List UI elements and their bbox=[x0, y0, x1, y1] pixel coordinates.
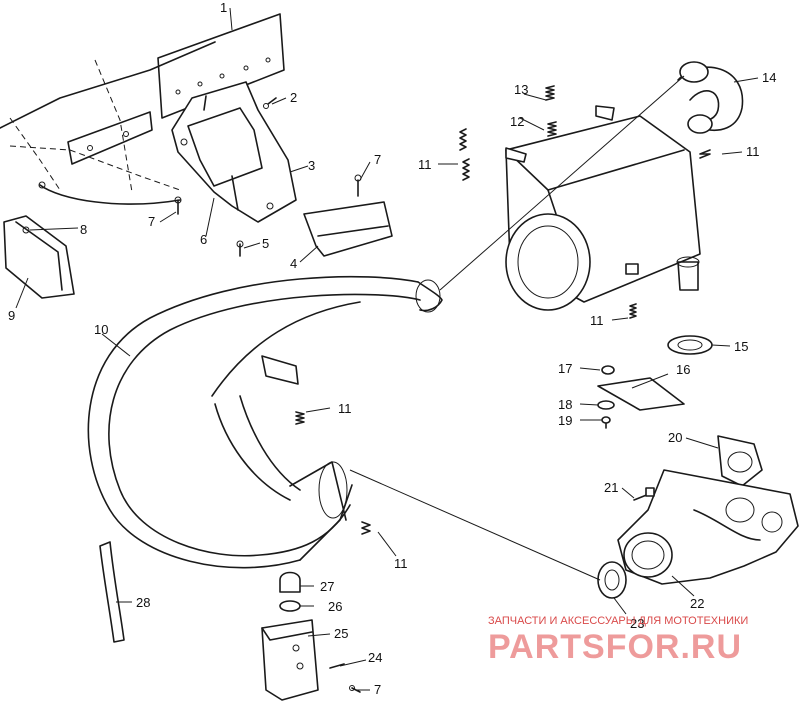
callout-labels: 1 2 3 4 5 6 7 7 7 8 9 10 11 11 11 11 11 … bbox=[8, 0, 776, 697]
part-9-guard bbox=[3, 215, 75, 299]
part-22-manifold bbox=[617, 469, 799, 585]
callout-4: 4 bbox=[290, 256, 297, 271]
part-12-muffler bbox=[505, 115, 701, 311]
callout-21: 21 bbox=[604, 480, 618, 495]
part-24-nut bbox=[329, 663, 345, 669]
watermark-brand: PARTSFOR.RU bbox=[488, 628, 742, 666]
callout-17: 17 bbox=[558, 361, 572, 376]
callout-26: 26 bbox=[328, 599, 342, 614]
callout-10: 10 bbox=[94, 322, 108, 337]
callout-1: 1 bbox=[220, 0, 227, 15]
part-1-heat-shield bbox=[157, 13, 285, 119]
watermark: ЗАПЧАСТИ И АКСЕССУАРЫ ДЛЯ МОТОТЕХНИКИ PA… bbox=[488, 615, 748, 666]
callout-11-bottom: 11 bbox=[394, 556, 408, 571]
part-14-tailpipe bbox=[677, 61, 744, 134]
leader-lines bbox=[15, 7, 759, 691]
watermark-tagline: ЗАПЧАСТИ И АКСЕССУАРЫ ДЛЯ МОТОТЕХНИКИ bbox=[488, 615, 748, 627]
part-23-seal-ring bbox=[597, 561, 627, 599]
muffler-outlet bbox=[676, 256, 700, 291]
callout-27: 27 bbox=[320, 579, 334, 594]
callout-5: 5 bbox=[262, 236, 269, 251]
callout-11-right: 11 bbox=[746, 144, 760, 159]
part-4-deflector bbox=[303, 201, 393, 257]
part-28-strap bbox=[99, 541, 125, 643]
part-21-stud bbox=[633, 487, 655, 501]
callout-9: 9 bbox=[8, 308, 15, 323]
callout-28: 28 bbox=[136, 595, 150, 610]
part-20-flange-gasket bbox=[717, 435, 763, 487]
callout-3: 3 bbox=[308, 158, 315, 173]
small-hardware bbox=[22, 97, 362, 693]
callout-12: 12 bbox=[510, 114, 524, 129]
chassis-outline bbox=[0, 41, 216, 205]
part-10-expansion-chamber bbox=[87, 275, 443, 569]
callout-15: 15 bbox=[734, 339, 748, 354]
callout-11-mid: 11 bbox=[338, 401, 352, 416]
callout-7c: 7 bbox=[374, 682, 381, 697]
callout-16: 16 bbox=[676, 362, 690, 377]
callout-14: 14 bbox=[762, 70, 776, 85]
callout-20: 20 bbox=[668, 430, 682, 445]
springs bbox=[295, 85, 711, 535]
part-27-damper bbox=[279, 571, 301, 593]
part-3-exhaust-bracket bbox=[171, 81, 297, 223]
callout-19: 19 bbox=[558, 413, 572, 428]
callout-25: 25 bbox=[334, 626, 348, 641]
callout-7b: 7 bbox=[374, 152, 381, 167]
callout-11-top: 11 bbox=[418, 157, 432, 172]
callout-23: 23 bbox=[630, 616, 644, 631]
hardware-17-19 bbox=[597, 365, 615, 429]
assembly-lines bbox=[349, 75, 685, 581]
callout-24: 24 bbox=[368, 650, 382, 665]
callout-13: 13 bbox=[514, 82, 528, 97]
callout-18: 18 bbox=[558, 397, 572, 412]
callout-22: 22 bbox=[690, 596, 704, 611]
callout-2: 2 bbox=[290, 90, 297, 105]
callout-8: 8 bbox=[80, 222, 87, 237]
part-26-washer bbox=[279, 600, 301, 612]
callout-7a: 7 bbox=[148, 214, 155, 229]
callout-11-muffler: 11 bbox=[590, 313, 604, 328]
part-25-mount-bracket bbox=[261, 619, 319, 701]
part-16-bracket-plate bbox=[597, 377, 685, 411]
callout-6: 6 bbox=[200, 232, 207, 247]
part-15-gasket bbox=[667, 335, 713, 355]
